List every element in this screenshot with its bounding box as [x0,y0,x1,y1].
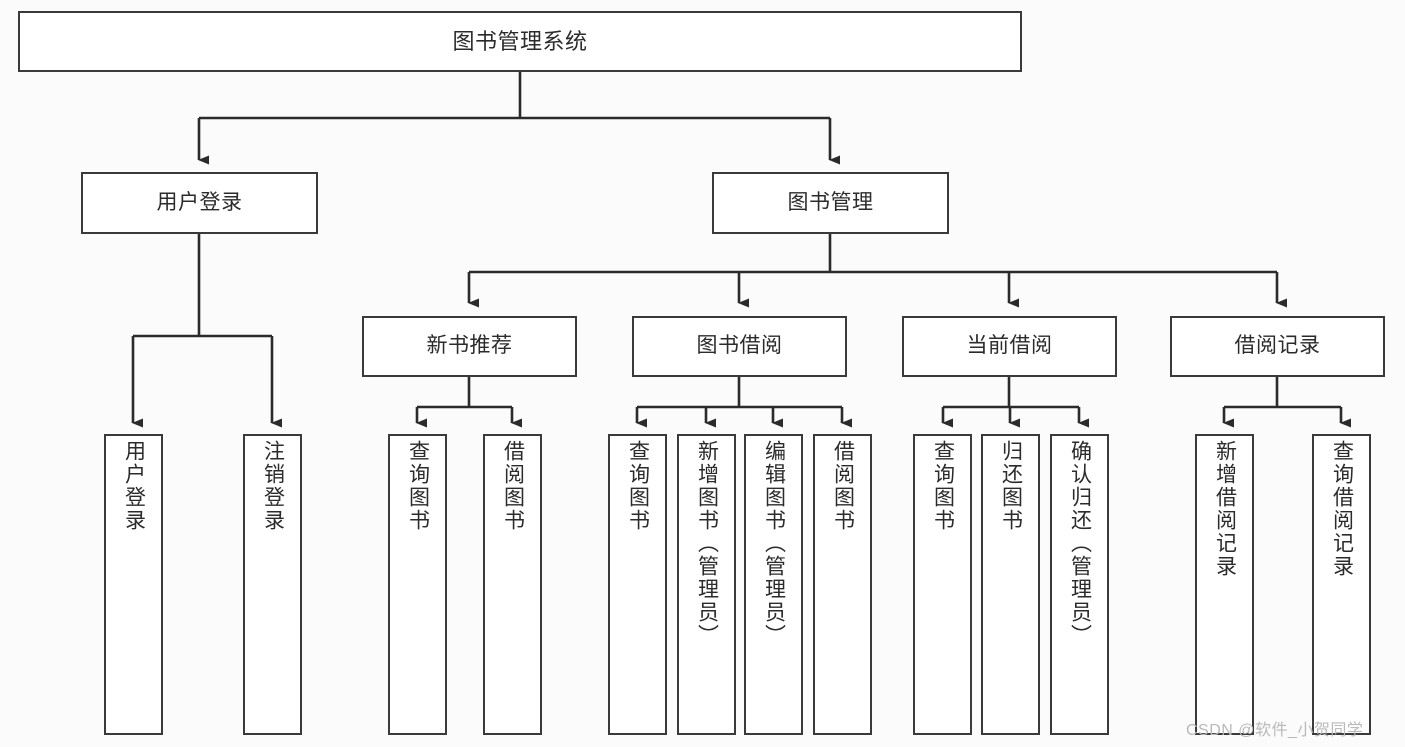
node-borrow-record[interactable]: 借阅记录 [1170,316,1385,377]
node-book-manage[interactable]: 图书管理 [712,172,949,234]
csdn-watermark: CSDN @软件_小贺同学 [1186,722,1364,739]
node-label: 新书推荐 [426,334,513,358]
node-leaf-add-book[interactable]: 新增图书（管理员） [677,434,736,735]
node-leaf-logout-login[interactable]: 注销登录 [243,434,302,735]
node-root-system[interactable]: 图书管理系统 [18,11,1022,72]
node-leaf-user-login[interactable]: 用户登录 [104,434,163,735]
node-label: 查询图书 [931,440,955,532]
node-label: 图书管理系统 [452,28,588,54]
node-leaf-query-book-3[interactable]: 查询图书 [913,434,972,735]
node-label: 查询图书 [626,440,650,532]
node-leaf-query-book-2[interactable]: 查询图书 [608,434,667,735]
node-label: 借阅记录 [1234,334,1321,358]
node-new-book-recommend[interactable]: 新书推荐 [362,316,577,377]
node-label: 图书管理 [787,190,874,214]
node-current-borrow[interactable]: 当前借阅 [902,316,1117,377]
node-label: 确认归还（管理员） [1068,440,1092,647]
node-label: 查询图书 [406,440,430,532]
node-label: 新增借阅记录 [1213,440,1237,578]
node-label: 新增图书（管理员） [695,440,719,647]
node-book-borrow[interactable]: 图书借阅 [632,316,847,377]
node-leaf-edit-book[interactable]: 编辑图书（管理员） [744,434,803,735]
node-leaf-query-book-1[interactable]: 查询图书 [388,434,447,735]
node-label: 图书借阅 [696,334,783,358]
node-leaf-add-record[interactable]: 新增借阅记录 [1195,434,1254,735]
node-label: 用户登录 [122,440,146,532]
node-label: 借阅图书 [501,440,525,532]
node-leaf-borrow-book-1[interactable]: 借阅图书 [483,434,542,735]
node-label: 借阅图书 [831,440,855,532]
node-label: 查询借阅记录 [1330,440,1354,578]
node-label: 注销登录 [261,440,285,532]
node-leaf-confirm-return[interactable]: 确认归还（管理员） [1050,434,1109,735]
node-label: 编辑图书（管理员） [762,440,786,647]
node-leaf-query-record[interactable]: 查询借阅记录 [1312,434,1371,735]
node-leaf-borrow-book-2[interactable]: 借阅图书 [813,434,872,735]
node-label: 当前借阅 [966,334,1053,358]
node-user-login[interactable]: 用户登录 [81,172,318,234]
node-leaf-return-book[interactable]: 归还图书 [981,434,1040,735]
node-label: 归还图书 [999,440,1023,532]
node-label: 用户登录 [156,190,243,214]
